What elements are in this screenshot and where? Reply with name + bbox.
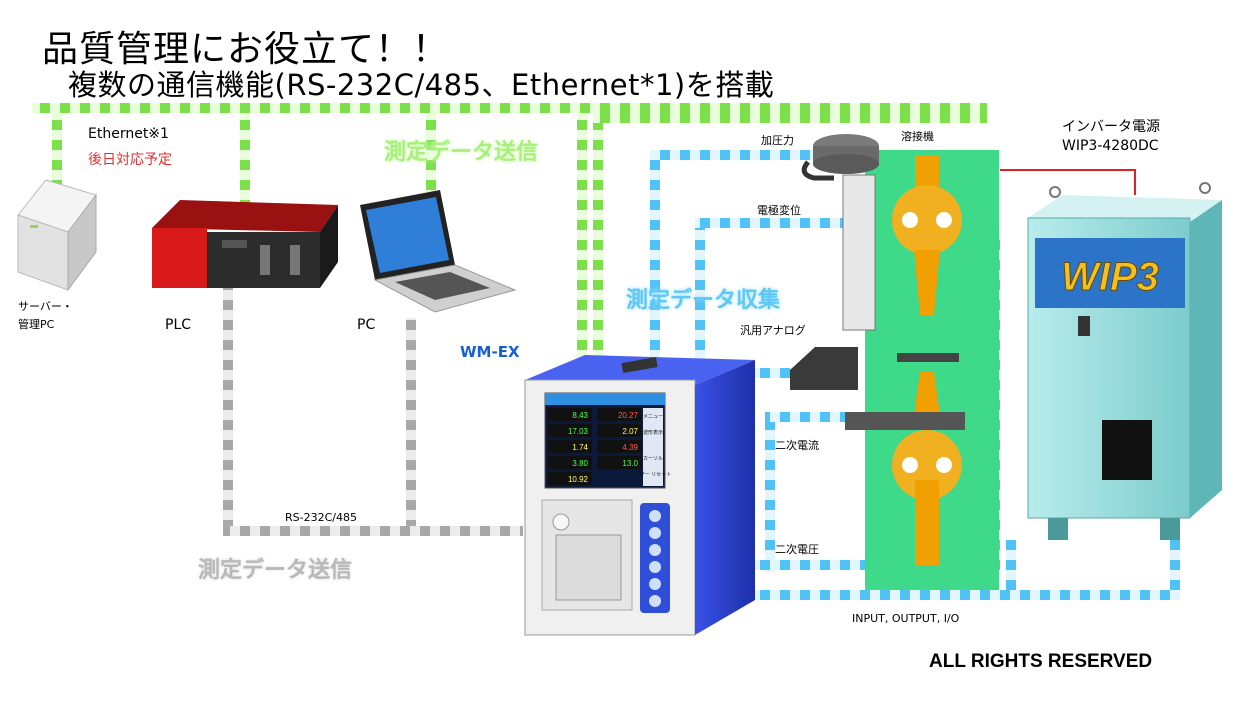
screen-value: 3.80 [572, 459, 588, 468]
collect-label: 測定データ収集 [626, 288, 781, 313]
inverter-model: WIP3-4280DC [1062, 138, 1159, 154]
screen-menu: 波形表示 [643, 429, 663, 436]
screen-value: 4.39 [622, 443, 638, 452]
serial-lines [223, 288, 523, 536]
welder-label: 溶接機 [901, 130, 934, 143]
screen-value: 13.0 [622, 459, 638, 468]
send-label-top: 測定データ送信 [384, 140, 539, 165]
current-label: 二次電流 [775, 439, 819, 452]
electrode-label: 電極変位 [757, 204, 801, 217]
inverter-label: インバータ電源 [1062, 119, 1160, 135]
rs232-label: RS-232C/485 [285, 511, 357, 524]
screen-value: 17.03 [568, 427, 589, 436]
copyright-footer: ALL RIGHTS RESERVED [929, 651, 1153, 672]
subtitle: 複数の通信機能(RS-232C/485、Ethernet*1)を搭載 [68, 68, 775, 102]
screen-value: 2.07 [622, 427, 638, 436]
welder-panel [790, 134, 999, 590]
send-label-bottom: 測定データ送信 [198, 558, 353, 583]
screen-value: 8.43 [572, 411, 588, 420]
screen-menu: カーソル [643, 456, 663, 462]
io-label: INPUT, OUTPUT, I/O [852, 612, 960, 625]
wm-ex-label: WM-EX [460, 343, 520, 361]
screen-menu: メニュー [643, 414, 663, 420]
main-title: 品質管理にお役立て！！ [42, 29, 450, 70]
ethernet-label: Ethernet※1 [88, 126, 169, 142]
screen-value: 10.92 [568, 475, 589, 484]
inverter-logo: WIP3 [1061, 255, 1159, 299]
power-line [1000, 169, 1136, 195]
plc-label: PLC [165, 317, 192, 333]
screen-value: 20.27 [618, 411, 639, 420]
wm-ex-monitor [524, 355, 755, 636]
analog-label: 汎用アナログ [740, 324, 806, 337]
laptop-icon [360, 190, 517, 313]
screen-menu: ブザー リセット [635, 471, 672, 478]
ethernet-lines [32, 103, 987, 363]
pc-label: PC [357, 317, 376, 333]
inverter-unit [1027, 182, 1222, 540]
pressure-label: 加圧力 [761, 134, 794, 147]
screen-readings: 8.43 20.27 17.03 2.07 1.74 4.39 3.80 13.… [568, 411, 671, 484]
server-label: サーバー・ 管理PC [18, 300, 73, 331]
screen-value: 1.74 [572, 443, 588, 452]
voltage-label: 二次電圧 [775, 543, 819, 556]
plc-icon [152, 200, 338, 288]
server-icon [17, 179, 97, 292]
ethernet-note: 後日対応予定 [88, 152, 172, 168]
